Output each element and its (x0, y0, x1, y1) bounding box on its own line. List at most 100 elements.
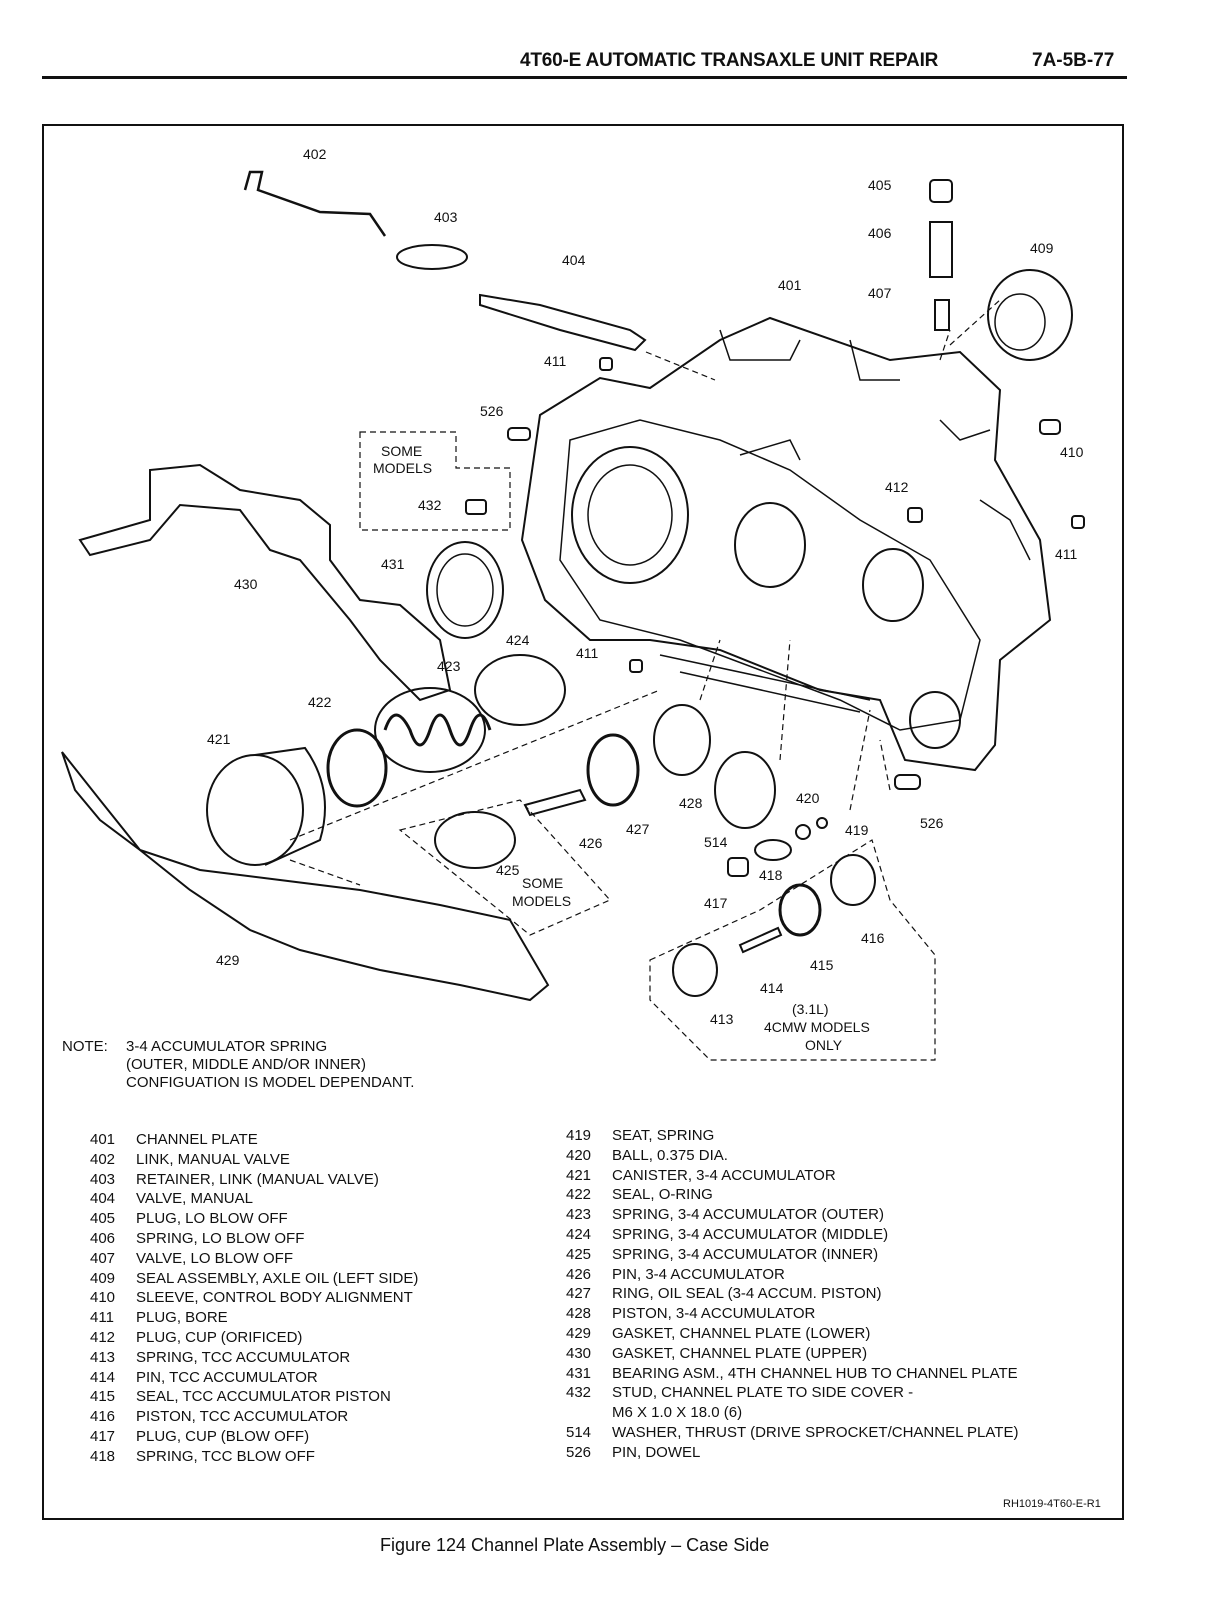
engine-note-line1: (3.1L) (792, 1001, 829, 1017)
part-number: 424 (566, 1225, 592, 1243)
part-number: 411 (90, 1309, 114, 1327)
part-number: 428 (566, 1305, 592, 1323)
lo-blow-off-valve (934, 299, 950, 331)
part-number: 416 (90, 1408, 116, 1426)
callout-425: 425 (496, 862, 520, 878)
canister-body (254, 746, 326, 866)
part-number: 430 (566, 1344, 592, 1362)
part-number: 418 (90, 1447, 116, 1465)
part-description: SEAL, O-RING (612, 1186, 713, 1204)
part-number: 429 (566, 1324, 592, 1342)
part-description: PLUG, CUP (ORIFICED) (136, 1328, 303, 1346)
part-description: SPRING, TCC ACCUMULATOR (136, 1348, 351, 1366)
tcc-piston (830, 854, 876, 906)
some-models-upper-line2: MODELS (373, 460, 432, 476)
bore-right (862, 548, 924, 622)
callout-423: 423 (437, 658, 461, 674)
part-number: 403 (90, 1170, 116, 1188)
part-number: 405 (90, 1210, 116, 1228)
part-description: BALL, 0.375 DIA. (612, 1146, 728, 1164)
callout-430: 430 (234, 576, 258, 592)
part-number: 421 (566, 1166, 592, 1184)
part-number: 432 (566, 1384, 592, 1402)
legend-row: 424 SPRING, 3-4 ACCUMULATOR (MIDDLE) (566, 1225, 1018, 1245)
callout-401: 401 (778, 277, 802, 293)
callout-405: 405 (868, 177, 892, 193)
tcc-spring (672, 943, 718, 997)
check-ball (816, 817, 828, 829)
lo-blow-off-plug (929, 179, 953, 203)
part-number: 409 (90, 1269, 116, 1287)
legend-row: 432 STUD, CHANNEL PLATE TO SIDE COVER - (566, 1383, 1018, 1403)
callout-414: 414 (760, 980, 784, 996)
callout-421: 421 (207, 731, 231, 747)
callout-526-lower: 526 (920, 815, 944, 831)
channel-ribs (659, 329, 1031, 713)
callout-410: 410 (1060, 444, 1084, 460)
engine-note-line2: 4CMW MODELS (764, 1019, 870, 1035)
some-models-box-lower (398, 799, 612, 936)
axle-seal-inner (994, 293, 1046, 351)
part-description: M6 X 1.0 X 18.0 (6) (612, 1404, 743, 1422)
callout-417: 417 (704, 895, 728, 911)
callout-406: 406 (868, 225, 892, 241)
part-description: SLEEVE, CONTROL BODY ALIGNMENT (136, 1289, 413, 1307)
bearing-inner (436, 553, 494, 627)
callout-429: 429 (216, 952, 240, 968)
part-description: SPRING, LO BLOW OFF (136, 1229, 305, 1247)
part-number: 431 (566, 1364, 592, 1382)
spring-inner (434, 811, 516, 869)
part-description: RING, OIL SEAL (3-4 ACCUM. PISTON) (612, 1285, 882, 1303)
part-description: PLUG, LO BLOW OFF (136, 1210, 288, 1228)
thrust-washer (714, 751, 776, 829)
part-description: RETAINER, LINK (MANUAL VALVE) (136, 1170, 379, 1188)
callout-419: 419 (845, 822, 869, 838)
callout-514: 514 (704, 834, 728, 850)
part-number: 401 (90, 1131, 116, 1148)
note-line: (OUTER, MIDDLE AND/OR INNER) (126, 1056, 367, 1073)
page-number: 7A-5B-77 (1032, 50, 1115, 71)
part-number: 406 (90, 1229, 116, 1247)
spring-seat (795, 824, 811, 840)
part-description: WASHER, THRUST (DRIVE SPROCKET/CHANNEL P… (612, 1423, 1019, 1441)
part-description: SPRING, 3-4 ACCUMULATOR (MIDDLE) (612, 1225, 889, 1243)
note-line: 3-4 ACCUMULATOR SPRING (126, 1038, 328, 1055)
part-description: SEAL, TCC ACCUMULATOR PISTON (136, 1388, 391, 1406)
part-number: 425 (566, 1245, 592, 1263)
some-models-lower-line1: SOME (522, 875, 563, 891)
legend-row: 405 PLUG, LO BLOW OFF (90, 1209, 418, 1229)
part-number: 419 (566, 1127, 592, 1144)
hub-bore-inner (587, 464, 673, 566)
link-retainer (396, 244, 468, 270)
part-number: 412 (90, 1328, 116, 1346)
lo-blow-off-spring (929, 221, 953, 278)
some-models-upper-line1: SOME (381, 443, 422, 459)
callout-409: 409 (1030, 240, 1054, 256)
accumulator-note: NOTE:3-4 ACCUMULATOR SPRING (OUTER, MIDD… (62, 1038, 414, 1092)
callout-526-upper: 526 (480, 403, 504, 419)
upper-gasket (78, 463, 452, 702)
bore-center (734, 502, 806, 588)
callout-426: 426 (579, 835, 603, 851)
part-description: STUD, CHANNEL PLATE TO SIDE COVER - (612, 1384, 914, 1402)
bore-plug-top (599, 357, 613, 371)
legend-row: 403 RETAINER, LINK (MANUAL VALVE) (90, 1170, 418, 1190)
callout-411-mid: 411 (576, 645, 599, 661)
accumulator-pin (523, 788, 587, 817)
callout-403: 403 (434, 209, 458, 225)
figure-frame (42, 124, 1124, 1520)
channel-plate-stud (465, 499, 487, 515)
part-description: VALVE, MANUAL (136, 1190, 253, 1208)
part-description: GASKET, CHANNEL PLATE (UPPER) (612, 1344, 868, 1362)
channel-plate-outline (520, 316, 1052, 772)
